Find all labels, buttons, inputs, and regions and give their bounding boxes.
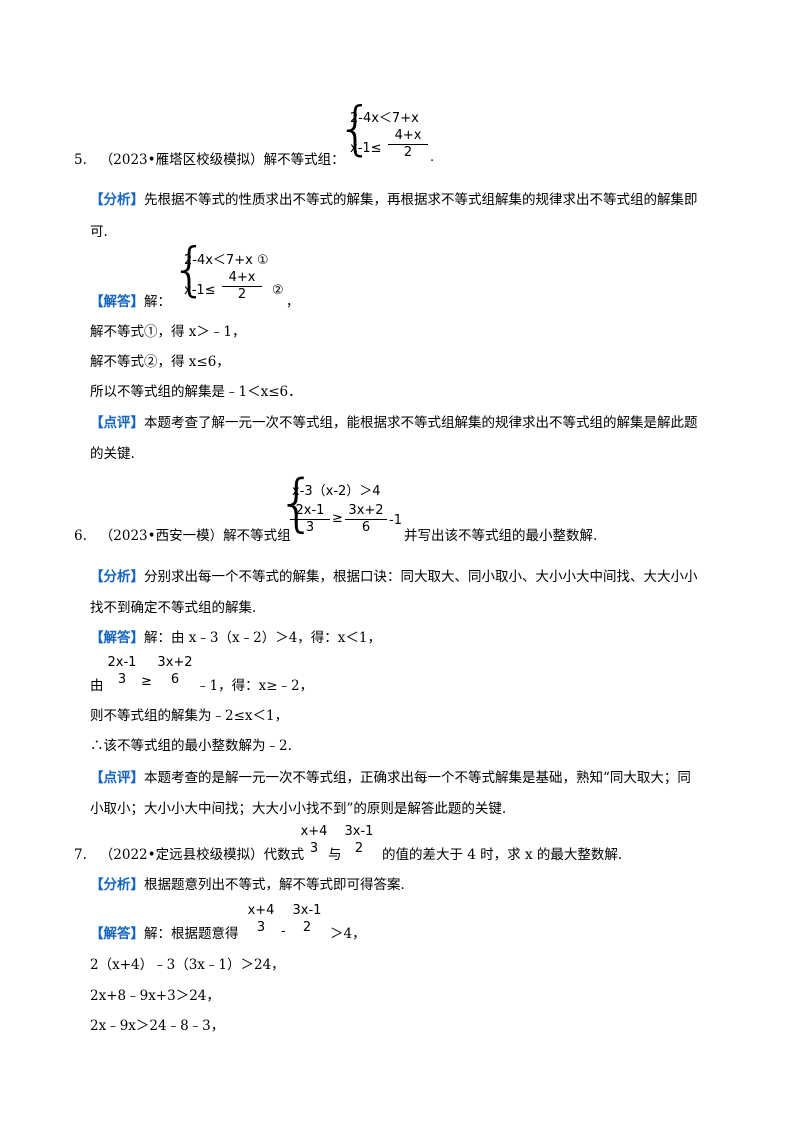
q7-number: 7. xyxy=(74,847,87,863)
q5-number: 5. xyxy=(74,152,87,168)
analysis-tag: 【分析】 xyxy=(90,569,144,585)
q5-comment: 【点评】本题考查了解一元一次不等式组，能根据求不等式组解集的规律求出不等式组的解… xyxy=(90,415,698,431)
q5-system-line2: x-1≤ xyxy=(350,141,382,156)
q6-analysis: 【分析】分别求出每一个不等式的解集，根据口诀：同大取大、同小取小、大小小大中间找… xyxy=(90,569,698,585)
q6-answer-4: ∴该不等式组的最小整数解为﹣2. xyxy=(90,738,292,754)
q7-step1: 2（x+4）﹣3（3x﹣1）＞24， xyxy=(90,957,285,973)
q5-system-brace: { xyxy=(337,94,374,162)
q7-heading-tail: 的值的差大于 4 时，求 x 的最大整数解. xyxy=(382,847,623,863)
q5-answer-line2: x-1≤ xyxy=(184,283,216,298)
q5-heading: 5. （2023•雁塔区校级模拟）解不等式组： xyxy=(74,150,345,170)
q7-analysis: 【分析】根据题意列出不等式，解不等式即可得答案. xyxy=(90,877,405,893)
q5-system-line1: 2-4x＜7+x xyxy=(350,111,419,126)
q6-answer: 【解答】解：由 x﹣3（x﹣2）＞4，得：x＜1， xyxy=(90,630,381,646)
q5-answer-brace: { xyxy=(171,235,208,303)
q7-step3: 2x﹣9x＞24﹣8﹣3， xyxy=(90,1018,225,1034)
q7-heading: 7. （2022•定远县校级模拟）代数式 xyxy=(74,845,304,865)
q6-comment: 【点评】本题考查的是解一元一次不等式组，正确求出每一个不等式解集是基础，熟知“同… xyxy=(90,770,691,786)
q7-answer: 【解答】解：根据题意得 xyxy=(90,926,239,942)
analysis-tag: 【分析】 xyxy=(90,877,144,893)
q5-analysis: 【分析】先根据不等式的性质求出不等式的解集，再根据求不等式组解集的规律求出不等式… xyxy=(90,192,698,208)
q6-system-brace: { xyxy=(277,466,317,539)
answer-tag: 【解答】 xyxy=(90,926,144,942)
q6-heading: 6. （2023•西安一模）解不等式组 xyxy=(74,526,291,546)
analysis-tag: 【分析】 xyxy=(90,192,144,208)
q6-source: （2023•西安一模）解不等式组 xyxy=(99,528,291,544)
q5-answer-line1: 2-4x＜7+x ① xyxy=(184,253,269,268)
q6-heading-tail: 并写出该不等式组的最小整数解. xyxy=(404,528,598,544)
q6-answer-3: 则不等式组的解集为﹣2≤x＜1， xyxy=(90,708,289,724)
comment-tag: 【点评】 xyxy=(90,770,144,786)
q5-answer: 【解答】解： xyxy=(90,294,171,310)
q5-step3: 所以不等式组的解集是﹣1＜x≤6． xyxy=(90,384,302,400)
q5-step2: 解不等式②，得 x≤6， xyxy=(90,354,230,370)
answer-tag: 【解答】 xyxy=(90,630,144,646)
q6-system-line1: x-3（x-2）＞4 xyxy=(292,484,381,499)
q7-step2: 2x+8﹣9x+3＞24， xyxy=(90,988,220,1004)
q5-step1: 解不等式①，得 x＞﹣1， xyxy=(90,324,246,340)
q6-number: 6. xyxy=(74,528,87,544)
q7-source: （2022•定远县校级模拟）代数式 xyxy=(99,847,305,863)
answer-tag: 【解答】 xyxy=(90,294,144,310)
q5-source: （2023•雁塔区校级模拟）解不等式组： xyxy=(99,152,345,168)
comment-tag: 【点评】 xyxy=(90,415,144,431)
